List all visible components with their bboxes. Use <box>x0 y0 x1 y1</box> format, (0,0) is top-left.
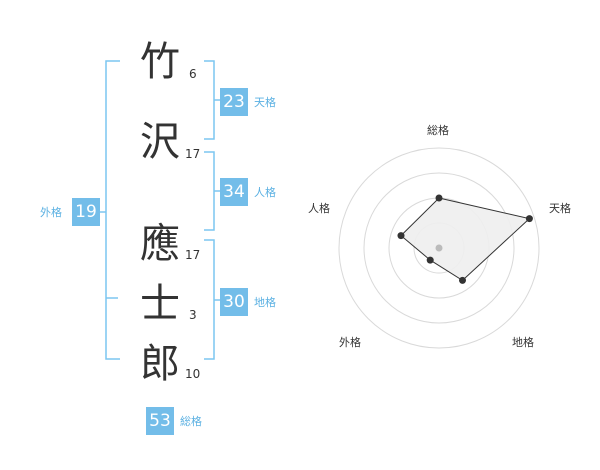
name-char-5: 郎 <box>140 341 180 387</box>
gaikaku-bracket <box>105 60 120 360</box>
stroke-count-2: 17 <box>185 147 201 161</box>
name-char-1: 竹 <box>140 39 180 85</box>
radar-ring <box>363 172 515 324</box>
soukaku-label: 総格 <box>180 415 202 428</box>
radar-point-2 <box>459 276 466 284</box>
chikaku-label: 地格 <box>254 296 276 309</box>
stroke-count-4: 3 <box>189 308 197 322</box>
radar-center-dot <box>435 244 443 252</box>
name-char-2: 沢 <box>140 119 180 165</box>
radar-axis-label-4: 人格 <box>308 202 330 215</box>
radar-ring <box>338 147 540 349</box>
name-char-4: 士 <box>140 281 180 327</box>
radar-point-0 <box>435 194 443 202</box>
radar-axis-label-1: 天格 <box>549 202 571 215</box>
chikaku-value: 30 <box>220 288 248 316</box>
soukaku-value: 53 <box>146 407 174 435</box>
radar-point-4 <box>397 232 405 240</box>
radar-axis-label-0: 総格 <box>427 124 449 137</box>
stroke-count-1: 6 <box>189 67 197 81</box>
stroke-count-3: 17 <box>185 248 201 262</box>
gaikaku-label: 外格 <box>40 206 62 219</box>
tenkaku-label: 天格 <box>254 96 276 109</box>
radar-axis-label-2: 地格 <box>512 336 534 349</box>
radar-point-3 <box>426 256 434 264</box>
radar-polygon <box>400 197 531 282</box>
gaikaku-value: 19 <box>72 198 100 226</box>
tenkaku-value: 23 <box>220 88 248 116</box>
radar-point-1 <box>525 215 533 223</box>
radar-axis-label-3: 外格 <box>339 336 361 349</box>
jinkaku-value: 34 <box>220 178 248 206</box>
stroke-count-5: 10 <box>185 367 201 381</box>
jinkaku-label: 人格 <box>254 186 276 199</box>
name-char-3: 應 <box>140 221 180 267</box>
